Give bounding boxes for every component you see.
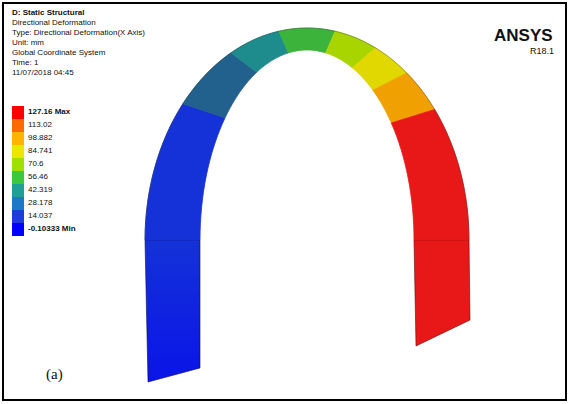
legend-swatch: [12, 106, 24, 119]
brand-name: ANSYS: [494, 26, 553, 46]
legend-value: 42.319: [28, 185, 52, 195]
legend-value: 84.741: [28, 146, 52, 156]
legend-value: 14.037: [28, 211, 52, 221]
legend-swatch: [12, 145, 24, 158]
arch-segment: [145, 104, 225, 240]
legend-swatch: [12, 158, 24, 171]
panel-label: (a): [46, 366, 63, 383]
right-leg: [414, 240, 470, 346]
legend-value: 98.882: [28, 133, 52, 143]
header-line: Type: Directional Deformation(X Axis): [12, 28, 145, 38]
legend-swatch: [12, 184, 24, 197]
header-line: Directional Deformation: [12, 18, 145, 28]
legend-value: 56.46: [28, 172, 48, 182]
legend-value: -0.10333 Min: [28, 224, 76, 234]
arch-segment: [391, 109, 469, 240]
legend-value: 127.16 Max: [28, 107, 70, 117]
legend-swatch: [12, 197, 24, 210]
arch-segment: [279, 28, 335, 53]
legend-swatch: [12, 223, 24, 236]
frame-border: [3, 3, 566, 400]
legend-swatch: [12, 171, 24, 184]
legend-swatch: [12, 132, 24, 145]
legend-value: 70.6: [28, 159, 44, 169]
header-block: D: Static StructuralDirectional Deformat…: [12, 8, 145, 78]
header-line: Global Coordinate System: [12, 48, 145, 58]
left-leg: [145, 240, 200, 382]
legend-value: 113.02: [28, 120, 52, 130]
header-line: 11/07/2018 04:45: [12, 68, 145, 78]
header-line: Time: 1: [12, 58, 145, 68]
analysis-title: D: Static Structural: [12, 8, 145, 18]
header-line: Unit: mm: [12, 38, 145, 48]
legend-swatch: [12, 210, 24, 223]
legend-value: 28.178: [28, 198, 52, 208]
arch-edge: [145, 28, 469, 240]
version-label: R18.1: [530, 46, 554, 56]
legend-swatch: [12, 119, 24, 132]
